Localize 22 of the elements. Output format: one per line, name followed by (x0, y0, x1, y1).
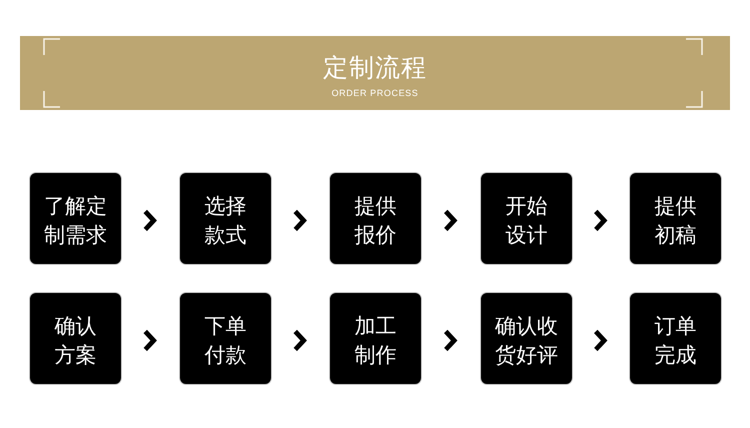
step-box (629, 292, 722, 385)
step-box (329, 172, 422, 265)
step-label: 了解定制需求 (43, 193, 108, 249)
step-box (480, 292, 573, 385)
step-box (179, 292, 272, 385)
step-label: 确认收货好评 (494, 313, 559, 369)
step-label: 加工制作 (354, 313, 398, 369)
step-label: 选择款式 (204, 193, 248, 249)
step-box (329, 292, 422, 385)
step-box (179, 172, 272, 265)
step-box (480, 172, 573, 265)
step-label: 开始设计 (504, 193, 548, 249)
title: 定制流程 (323, 53, 427, 83)
step-label: 下单付款 (204, 313, 248, 369)
subtitle: ORDER PROCESS (332, 88, 418, 99)
step-label: 确认方案 (54, 313, 98, 369)
step-label: 提供报价 (354, 193, 398, 249)
step-box (629, 172, 722, 265)
step-label: 提供初稿 (654, 193, 698, 249)
step-box (29, 292, 122, 385)
step-label: 订单完成 (654, 313, 698, 369)
step-box (29, 172, 122, 265)
